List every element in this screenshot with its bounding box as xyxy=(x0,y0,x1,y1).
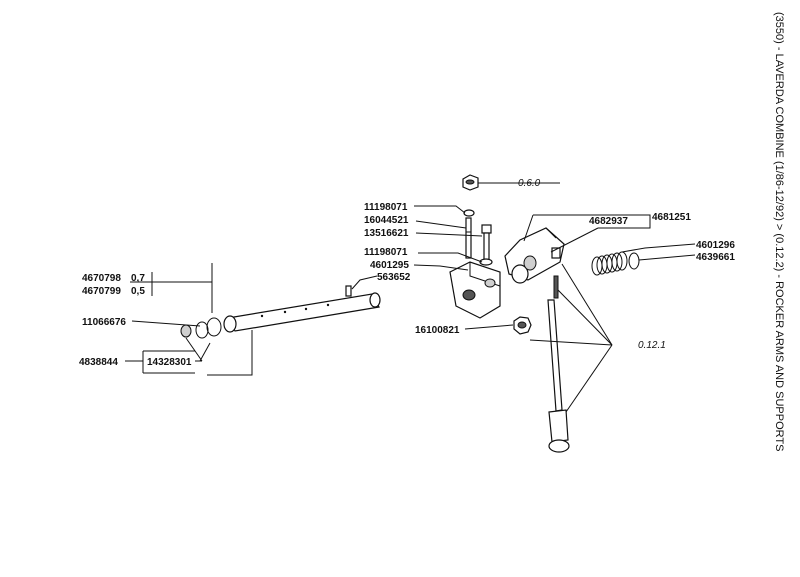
part-label-11198071-top: 11198071 xyxy=(364,202,408,213)
part-label-16044521: 16044521 xyxy=(364,215,409,226)
diagram-title: (3550) - LAVERDA COMBINE (1/86-12/92) > … xyxy=(773,12,785,451)
ref-0-12-1[interactable]: 0.12.1 xyxy=(638,340,666,351)
washer-mid xyxy=(479,258,493,266)
spring xyxy=(591,251,628,276)
adjusting-screw xyxy=(551,247,561,299)
bolt xyxy=(481,224,492,262)
rocker-shaft xyxy=(223,292,381,333)
shim-thickness-05: 0,5 xyxy=(131,286,145,297)
shaft-ring xyxy=(206,317,222,337)
ref-0-6-0[interactable]: 0.6.0 xyxy=(518,178,541,189)
spring-washer-right xyxy=(628,252,640,270)
part-label-4601295: 4601295 xyxy=(370,260,409,271)
part-label-4681251: 4681251 xyxy=(652,212,691,223)
part-label-16100821: 16100821 xyxy=(415,325,460,336)
stud-bolt xyxy=(465,217,472,259)
part-label-4682937: 4682937 xyxy=(589,216,628,227)
shim-thickness-07: 0,7 xyxy=(131,273,145,284)
part-label-4601296: 4601296 xyxy=(696,240,735,251)
nut-right xyxy=(513,316,532,335)
nut-top xyxy=(462,174,479,191)
part-label-14328301: 14328301 xyxy=(147,357,192,368)
part-label-4639661: 4639661 xyxy=(696,252,735,263)
pin xyxy=(345,285,352,297)
rocker-arm xyxy=(504,227,565,284)
part-label-4670798: 4670798 xyxy=(82,273,121,284)
part-label-4670799: 4670799 xyxy=(82,286,121,297)
washer-top xyxy=(463,209,475,217)
spring-washer xyxy=(195,321,209,339)
part-label-11066676: 11066676 xyxy=(82,317,126,328)
rocker-support xyxy=(449,261,501,319)
push-rod xyxy=(547,299,570,453)
shaft-plug xyxy=(180,324,192,338)
part-label-563652: 563652 xyxy=(377,272,411,283)
part-label-11198071-mid: 11198071 xyxy=(364,247,408,258)
part-label-13516621: 13516621 xyxy=(364,228,409,239)
part-label-4838844: 4838844 xyxy=(79,357,118,368)
leader-lines xyxy=(125,182,696,413)
